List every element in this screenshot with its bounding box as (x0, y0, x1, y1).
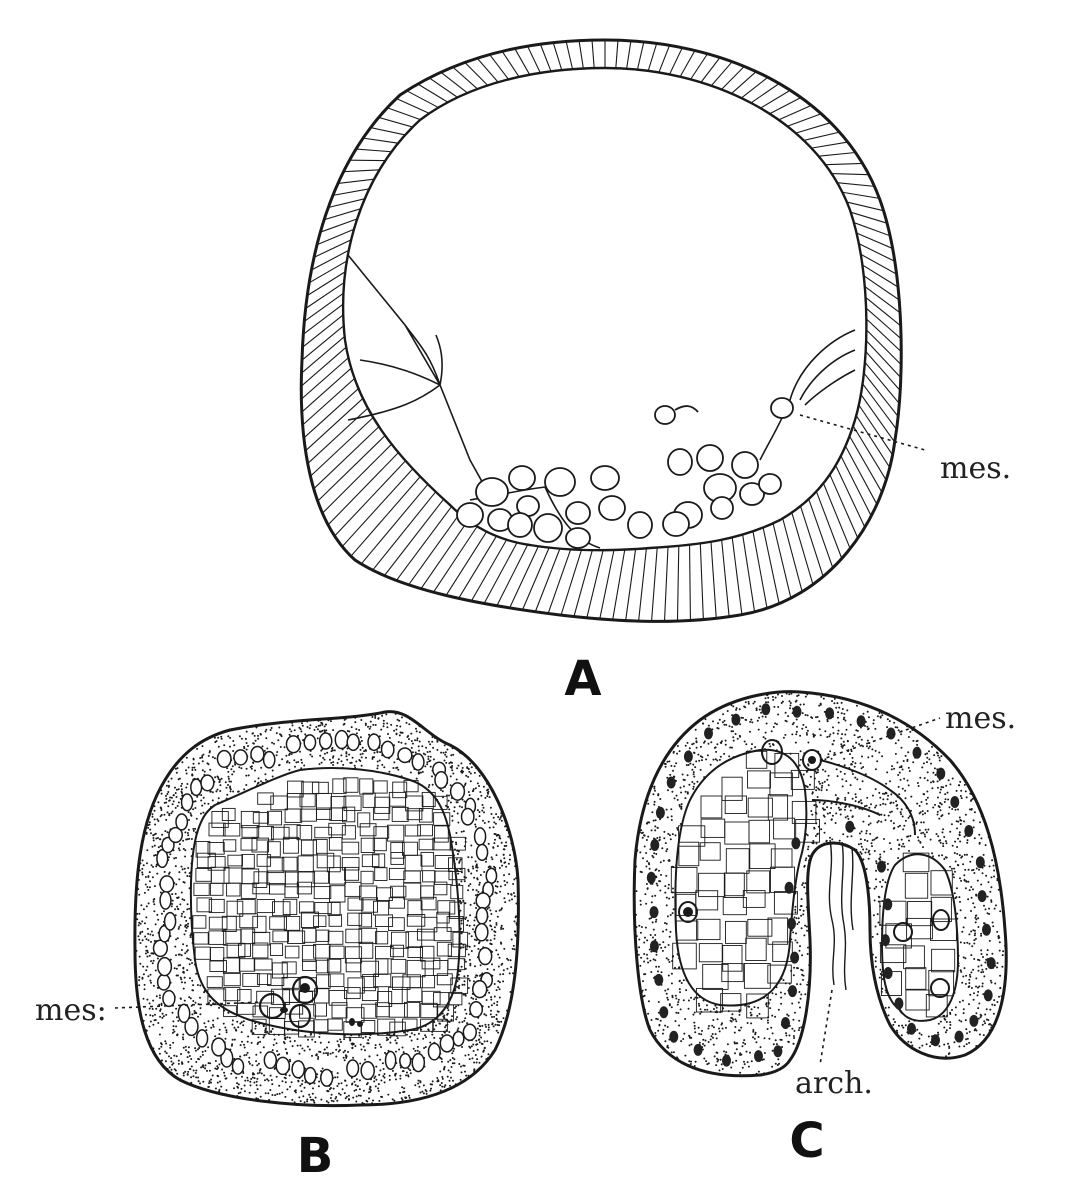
mesenchyme-cells-b (258, 975, 363, 1029)
endoderm-cell-network (670, 750, 957, 1019)
mes-leader-a (799, 414, 926, 451)
ectoderm-nuclei-c (646, 703, 996, 1067)
mes-label-b: mes: (35, 993, 107, 1028)
panel-letter-a: A (564, 651, 601, 707)
mes-label-c: mes. (945, 701, 1016, 736)
left-cavity-wall (674, 748, 808, 1007)
panel-c: mes. arch. C (632, 690, 1016, 1169)
panel-letter-b: B (297, 1128, 334, 1184)
mesenchyme-cells-a (456, 397, 794, 549)
mesenchyme-strand (347, 254, 496, 506)
ectoderm-stipple-c (633, 692, 1006, 1075)
blastoderm-cell-walls (300, 40, 902, 622)
mesenchyme-process (759, 329, 856, 461)
blastula-inner-wall (341, 66, 868, 552)
panel-a: mes. A (299, 38, 1011, 707)
arch-label-c: arch. (795, 1066, 873, 1101)
gastrula-outer-wall (632, 690, 1008, 1078)
yolk-cell-network (192, 777, 469, 1039)
panel-letter-c: C (789, 1113, 824, 1169)
mesenchyme-cells-c (678, 739, 950, 998)
yolk-mass-boundary (189, 767, 461, 1036)
archenteron-cilia (828, 839, 854, 991)
ectoderm-nuclei-b (152, 729, 498, 1087)
arch-leader-c (819, 989, 833, 1066)
mes-leader-c (819, 717, 941, 761)
panel-b: mes: B (35, 710, 520, 1184)
mes-label-a: mes. (940, 451, 1011, 486)
section-outer-wall (133, 710, 520, 1108)
archenteron-roof (811, 759, 916, 836)
blastula-outer-wall (299, 38, 903, 623)
